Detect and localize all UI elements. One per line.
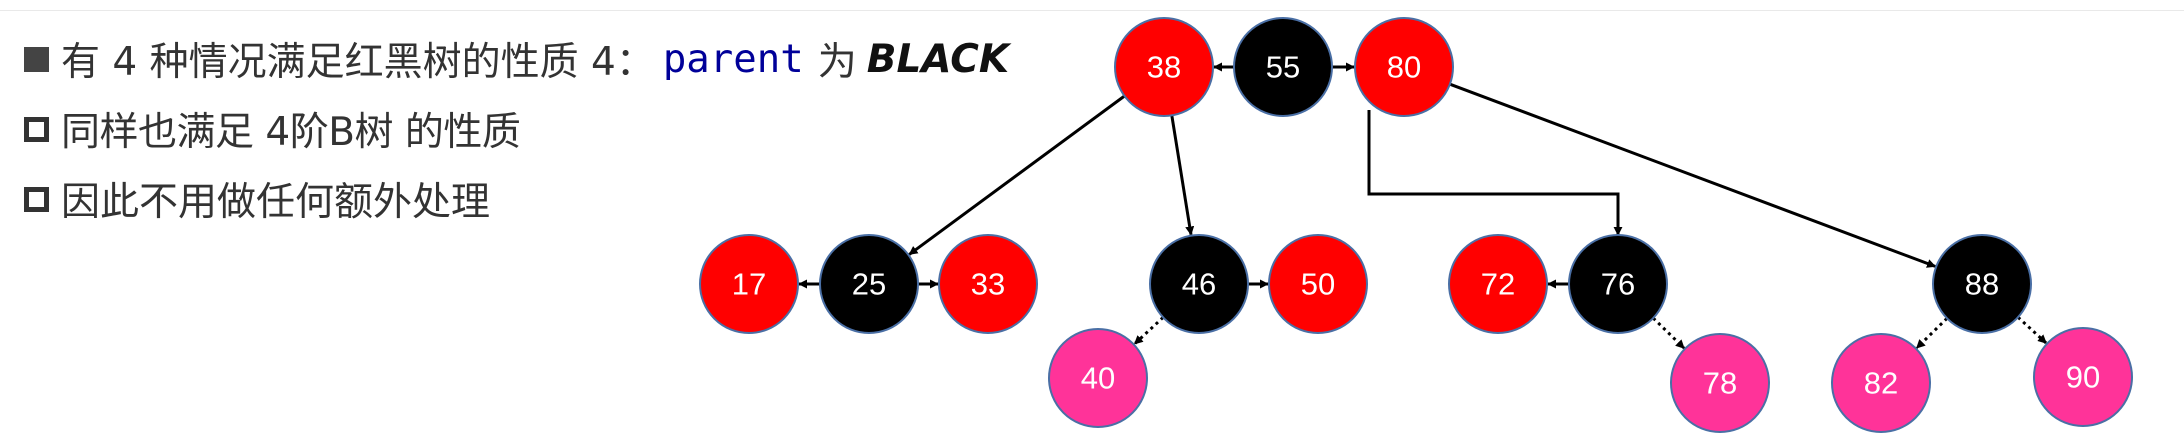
bullet-item-2: 同样也满足 4阶B树 的性质	[24, 94, 1009, 164]
bullet-item-3: 因此不用做任何额外处理	[24, 164, 1009, 234]
node-label-33: 33	[971, 267, 1005, 302]
tree-node-50: 50	[1268, 234, 1368, 334]
edge-88-to-82	[1915, 317, 1949, 350]
node-label-38: 38	[1147, 50, 1181, 85]
bullet-3-text: 因此不用做任何额外处理	[61, 180, 491, 225]
node-label-72: 72	[1481, 267, 1515, 302]
edge-46-to-40	[1133, 316, 1165, 345]
edge-80-to-76	[1367, 110, 1623, 236]
edge-88-to-90	[2016, 316, 2048, 345]
node-label-46: 46	[1182, 267, 1216, 302]
node-label-90: 90	[2066, 360, 2100, 395]
node-circle-50	[1268, 234, 1368, 334]
node-label-76: 76	[1601, 267, 1635, 302]
bullet-1-text: 有 4 种情况满足红黑树的性质 4：	[61, 40, 655, 85]
tree-nodes: 38 55 80 17 25 33 46 50 72 76 88 40 78 82 90	[699, 17, 2133, 433]
node-label-50: 50	[1301, 267, 1335, 302]
node-label-17: 17	[732, 267, 766, 302]
node-circle-76	[1568, 234, 1668, 334]
filled-square-bullet-icon	[24, 46, 49, 72]
node-circle-33	[938, 234, 1038, 334]
bullet-1-emphasis: BLACK	[866, 36, 1010, 82]
node-circle-46	[1149, 234, 1249, 334]
tree-node-38: 38	[1114, 17, 1214, 117]
bullet-list: 有 4 种情况满足红黑树的性质 4： parent 为 BLACK 同样也满足 …	[24, 24, 1009, 234]
node-label-25: 25	[852, 267, 886, 302]
node-label-80: 80	[1387, 50, 1421, 85]
node-circle-25	[819, 234, 919, 334]
edge-80-to-88	[1449, 82, 1937, 268]
tree-node-33: 33	[938, 234, 1038, 334]
node-circle-38	[1114, 17, 1214, 117]
edge-38-to-25	[908, 94, 1126, 256]
node-label-78: 78	[1703, 366, 1737, 401]
tree-node-46: 46	[1149, 234, 1249, 334]
tree-node-40: 40	[1048, 328, 1148, 428]
node-circle-88	[1932, 234, 2032, 334]
node-circle-55	[1233, 17, 1333, 117]
node-label-88: 88	[1965, 267, 1999, 302]
tree-edges	[798, 62, 2048, 350]
node-circle-17	[699, 234, 799, 334]
hollow-square-bullet-icon	[24, 116, 49, 142]
tree-node-82: 82	[1831, 333, 1931, 433]
tree-node-80: 80	[1354, 17, 1454, 117]
edge-76-to-78	[1652, 317, 1686, 350]
tree-node-72: 72	[1448, 234, 1548, 334]
node-circle-82	[1831, 333, 1931, 433]
hollow-square-bullet-icon	[24, 186, 49, 212]
node-circle-40	[1048, 328, 1148, 428]
node-label-55: 55	[1266, 50, 1300, 85]
node-circle-80	[1354, 17, 1454, 117]
bullet-2-text: 同样也满足 4阶B树 的性质	[61, 110, 521, 155]
bullet-1-middle: 为	[817, 40, 857, 85]
tree-node-76: 76	[1568, 234, 1668, 334]
node-circle-90	[2033, 327, 2133, 427]
tree-node-17: 17	[699, 234, 799, 334]
top-divider	[0, 10, 2184, 11]
tree-node-55: 55	[1233, 17, 1333, 117]
node-circle-72	[1448, 234, 1548, 334]
bullet-item-1: 有 4 种情况满足红黑树的性质 4： parent 为 BLACK	[24, 24, 1009, 94]
node-label-82: 82	[1864, 366, 1898, 401]
tree-node-88: 88	[1932, 234, 2032, 334]
tree-node-90: 90	[2033, 327, 2133, 427]
bullet-1-code: parent	[662, 36, 804, 82]
tree-node-25: 25	[819, 234, 919, 334]
node-label-40: 40	[1081, 361, 1115, 396]
node-circle-78	[1670, 333, 1770, 433]
edge-38-to-46	[1170, 115, 1195, 236]
tree-node-78: 78	[1670, 333, 1770, 433]
